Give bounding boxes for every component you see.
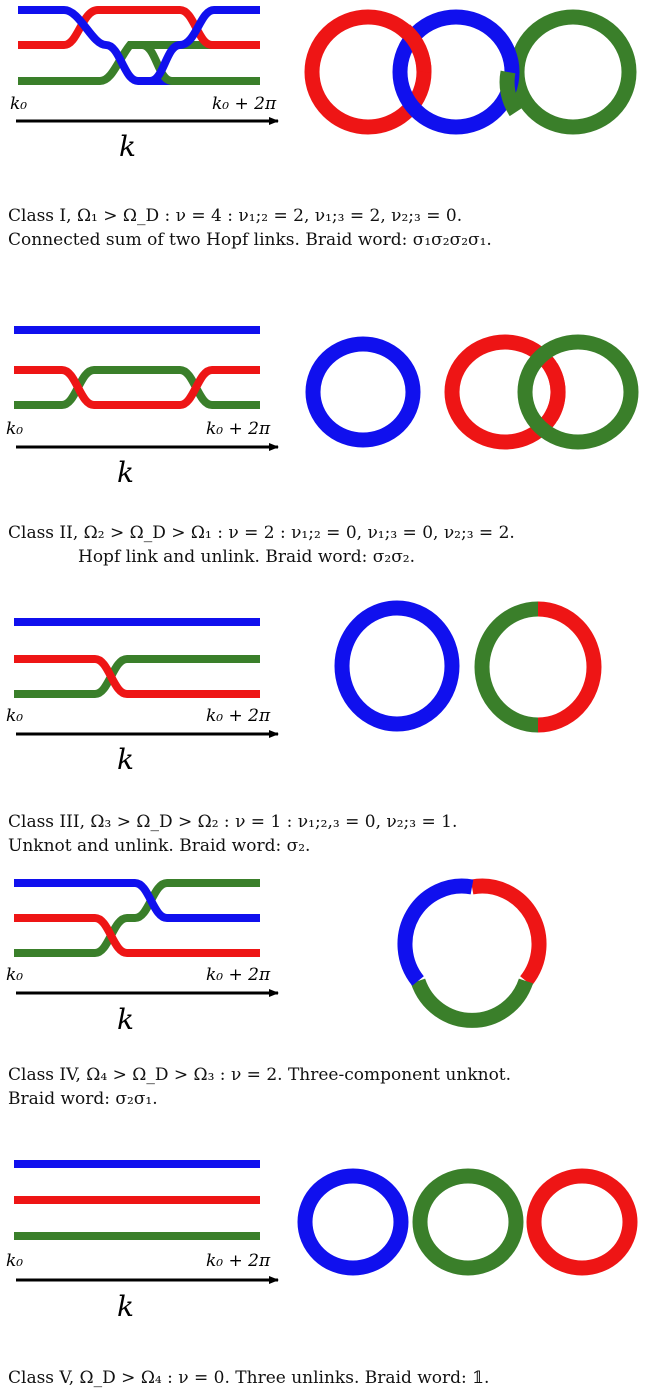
- braid-strand-green: [18, 41, 260, 85]
- braid-strand-red: [14, 366, 260, 409]
- braid-strand-blue-2: [138, 6, 260, 85]
- panel-class-v: k₀ k₀ + 2π k: [6, 1160, 638, 1323]
- axis-k-label: k: [117, 743, 134, 776]
- ring-red-overlap: [544, 363, 566, 421]
- ring-blue: [334, 600, 460, 732]
- axis-k-label: k: [119, 130, 136, 163]
- axis-end-label: k₀ + 2π: [206, 1251, 271, 1271]
- caption-line: Hopf link and unlink. Braid word: σ₂σ₂.: [78, 547, 416, 567]
- ring-red-overlap: [399, 24, 432, 73]
- caption-line: Class III, Ω₃ > Ω_D > Ω₂ : ν = 1 : ν₁;₂,…: [8, 812, 458, 832]
- ring-green-overlap: [499, 70, 523, 117]
- caption-class-iv: Class IV, Ω₄ > Ω_D > Ω₃ : ν = 2. Three-c…: [8, 1063, 660, 1111]
- axis-start-label: k₀: [10, 94, 27, 114]
- ring-green-half: [474, 601, 539, 733]
- braid-strand-blue: [14, 879, 260, 922]
- panel-class-iv: k₀ k₀ + 2π k: [6, 878, 547, 1036]
- braid-diagram-class-i: [18, 5, 260, 85]
- caption-line: Unknot and unlink. Braid word: σ₂.: [8, 836, 311, 856]
- braid-strand-red: [14, 914, 260, 957]
- momentum-axis-class-v: k₀ k₀ + 2π k: [6, 1251, 279, 1323]
- braid-diagram-class-v: [14, 1160, 260, 1240]
- ring-green-segment: [410, 978, 534, 1028]
- braid-strand-red: [14, 655, 260, 698]
- axis-start-label: k₀: [6, 965, 23, 985]
- link-rings-class-i: [304, 9, 637, 135]
- panel-class-ii: k₀ k₀ + 2π k: [6, 326, 639, 489]
- axis-k-label: k: [117, 1290, 134, 1323]
- momentum-axis-class-ii: k₀ k₀ + 2π k: [6, 419, 279, 489]
- caption-line: Class V, Ω_D > Ω₄ : ν = 0. Three unlinks…: [8, 1368, 490, 1388]
- ring-blue: [392, 9, 520, 135]
- braid-diagram-class-ii: [14, 326, 260, 409]
- momentum-axis-class-i: k₀ k₀ + 2π k: [10, 94, 279, 163]
- braid-strand-green: [14, 655, 260, 698]
- link-rings-class-iv: [397, 878, 547, 1028]
- braid-strand-green-2: [130, 41, 185, 85]
- ring-green: [509, 9, 637, 135]
- link-rings-class-v: [297, 1168, 638, 1276]
- panel-class-iii: k₀ k₀ + 2π k: [6, 600, 602, 776]
- axis-end-label: k₀ + 2π: [206, 706, 271, 726]
- panel-class-i: k₀ k₀ + 2π k: [10, 5, 637, 163]
- ring-green: [412, 1168, 524, 1276]
- axis-end-label: k₀ + 2π: [206, 965, 271, 985]
- ring-green: [517, 334, 639, 450]
- caption-line: Class I, Ω₁ > Ω_D : ν = 4 : ν₁;₂ = 2, ν₁…: [8, 206, 463, 226]
- ring-blue: [297, 1168, 409, 1276]
- momentum-axis-class-iv: k₀ k₀ + 2π k: [6, 965, 279, 1036]
- caption-class-iii: Class III, Ω₃ > Ω_D > Ω₂ : ν = 1 : ν₁;₂,…: [8, 810, 660, 858]
- caption-line: Connected sum of two Hopf links. Braid w…: [8, 230, 492, 250]
- link-rings-class-ii: [305, 334, 639, 450]
- axis-start-label: k₀: [6, 706, 23, 726]
- axis-start-label: k₀: [6, 1251, 23, 1271]
- ring-red-segment: [470, 878, 547, 986]
- braid-strand-red: [18, 5, 260, 49]
- braid-strand-green: [14, 366, 260, 409]
- caption-class-i: Class I, Ω₁ > Ω_D : ν = 4 : ν₁;₂ = 2, ν₁…: [8, 204, 660, 252]
- axis-k-label: k: [117, 456, 134, 489]
- caption-line: Braid word: σ₂σ₁.: [8, 1089, 158, 1109]
- link-rings-class-iii: [334, 600, 602, 733]
- caption-class-v: Class V, Ω_D > Ω₄ : ν = 0. Three unlinks…: [8, 1366, 660, 1390]
- braid-diagram-class-iv: [14, 879, 260, 957]
- braid-diagram-class-iii: [14, 618, 260, 698]
- ring-red-half: [537, 601, 602, 733]
- axis-end-label: k₀ + 2π: [206, 419, 271, 439]
- ring-red: [526, 1168, 638, 1276]
- caption-class-ii: Class II, Ω₂ > Ω_D > Ω₁ : ν = 2 : ν₁;₂ =…: [8, 521, 660, 569]
- ring-blue-segment: [397, 878, 474, 986]
- axis-end-label: k₀ + 2π: [212, 94, 277, 114]
- caption-line: Class II, Ω₂ > Ω_D > Ω₁ : ν = 2 : ν₁;₂ =…: [8, 523, 515, 543]
- axis-start-label: k₀: [6, 419, 23, 439]
- axis-k-label: k: [117, 1003, 134, 1036]
- momentum-axis-class-iii: k₀ k₀ + 2π k: [6, 706, 279, 776]
- caption-line: Class IV, Ω₄ > Ω_D > Ω₃ : ν = 2. Three-c…: [8, 1065, 512, 1085]
- ring-blue: [305, 336, 421, 448]
- braid-strand-blue: [18, 5, 260, 85]
- braid-strand-green: [14, 879, 260, 957]
